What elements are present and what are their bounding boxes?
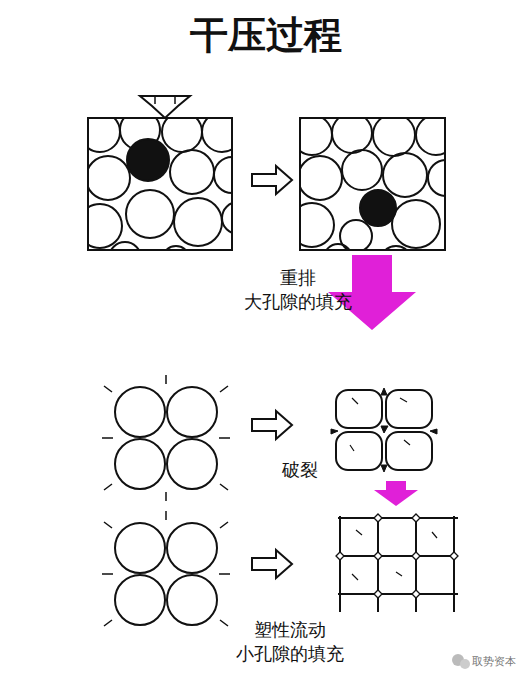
- loose-powder-panel: [88, 118, 232, 250]
- particle-group: [102, 375, 230, 501]
- process-arrow: [252, 411, 292, 439]
- stage-label: 重排 大孔隙的填充: [239, 266, 357, 315]
- watermark: 取势资本: [472, 654, 516, 669]
- diagram-title: 干压过程: [190, 10, 342, 61]
- stage-arrow: [374, 481, 418, 506]
- press-arrow: [140, 96, 190, 118]
- deformed-particles: [336, 514, 458, 612]
- process-arrow: [252, 166, 292, 194]
- stage-label: 破裂: [270, 458, 330, 482]
- stage-label: 塑性流动 小孔隙的填充: [231, 618, 349, 667]
- wechat-icon: [452, 654, 470, 669]
- rearranged-powder-panel: [300, 118, 445, 250]
- particle-group: [102, 511, 230, 626]
- process-arrow: [252, 550, 292, 578]
- fractured-particles: [331, 388, 437, 472]
